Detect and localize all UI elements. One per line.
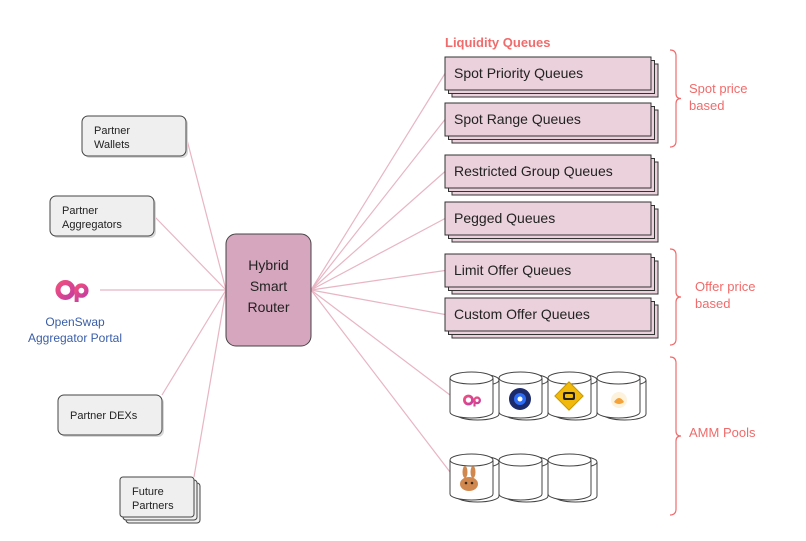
connector-line [153,215,227,291]
queue-box-front [444,201,652,236]
dex-logo-yellow [554,381,584,411]
connector-line [310,217,446,291]
queue-box [444,154,659,196]
queue-box-front [444,297,652,332]
connector-line [310,289,446,316]
connector-line [310,289,451,396]
openswap-logo [463,394,481,407]
partner-label: Partner DEXs [70,410,138,422]
connector-lines [100,73,451,478]
queue-label: Limit Offer Queues [454,262,571,278]
group-bracket [669,356,682,516]
partner-box-front [49,195,155,237]
queue-box-front [444,253,652,288]
pool-cylinder [498,453,543,501]
partner-box-front [81,115,187,157]
portal-label: OpenSwap [45,315,105,329]
pool-cylinder [547,453,592,501]
partner-label: Future [132,486,164,498]
connector-line [161,289,227,396]
partner-label: Partner [62,205,98,217]
partner-box-front [57,394,163,436]
queue-label: Spot Range Queues [454,111,581,127]
queue-box [444,102,659,144]
connector-line [310,73,446,291]
connector-line [310,119,446,291]
portal-label: Aggregator Portal [28,331,122,345]
partner-box [119,476,201,524]
queue-label: Restricted Group Queues [454,163,613,179]
group-bracket [669,49,682,148]
group-bracket [669,248,682,346]
dex-logo-cream [611,392,627,408]
openswap-logo [55,280,89,302]
group-label: AMM Pools [689,425,756,440]
group-label: based [689,98,724,113]
queue-box [444,253,659,295]
liquidity-queues-title: Liquidity Queues [445,35,550,50]
queue-label: Custom Offer Queues [454,306,590,322]
partner-box [81,115,188,158]
queue-box [444,297,659,339]
hybrid-smart-router-box [225,233,312,347]
router-label: Hybrid [248,257,288,273]
router-label: Smart [250,278,287,294]
group-label: Spot price [689,81,748,96]
connector-line [185,135,227,291]
queue-box [444,201,659,243]
partner-box [49,195,156,238]
pancakeswap-bunny-logo [460,466,478,491]
connector-line [310,269,446,291]
queue-label: Spot Priority Queues [454,65,583,81]
connector-line [310,171,446,291]
partner-box [57,394,164,437]
queue-box-front [444,102,652,137]
pool-cylinder [449,371,494,419]
connector-line [310,289,451,473]
queue-label: Pegged Queues [454,210,555,226]
partner-box-front [119,476,195,518]
dex-logo-blue [509,388,531,410]
partner-label: Partners [132,500,174,512]
partner-label: Wallets [94,139,130,151]
queue-box [444,56,659,98]
queue-box-front [444,56,652,91]
partner-label: Aggregators [62,219,122,231]
partner-label: Partner [94,125,130,137]
pool-cylinder [449,453,494,501]
queue-box-front [444,154,652,189]
router-label: Router [247,299,289,315]
connector-line [193,289,227,478]
group-label: Offer price [695,279,755,294]
group-label: based [695,296,730,311]
